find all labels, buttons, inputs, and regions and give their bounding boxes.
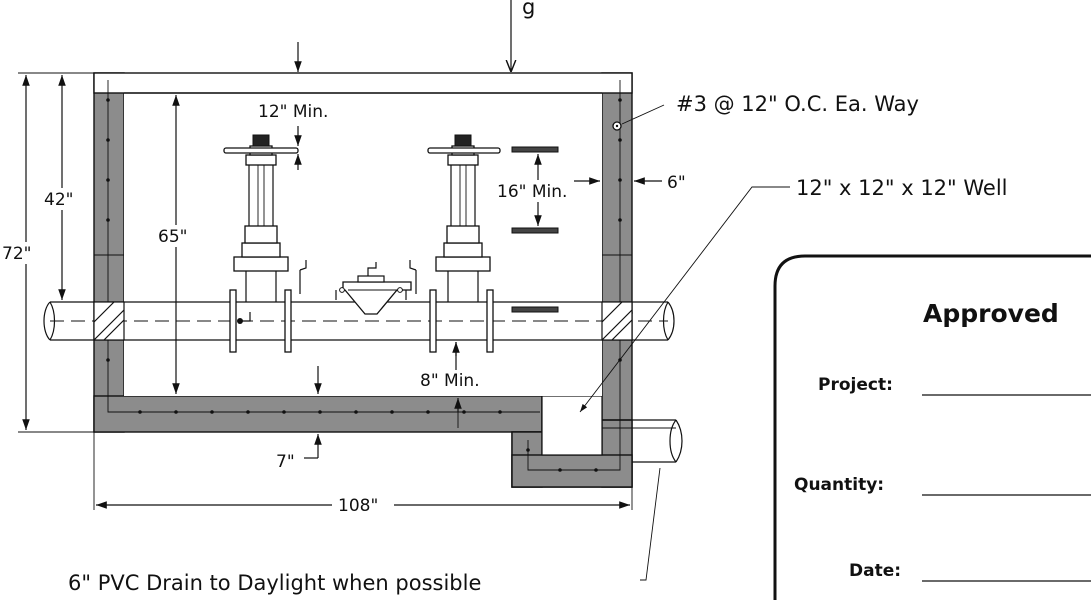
dim-108-label: 108"	[338, 496, 378, 516]
dim-72-label: 72"	[2, 244, 31, 264]
valve-spacing-label: 16" Min.	[497, 182, 567, 202]
strainer	[335, 262, 412, 315]
approval-field-date[interactable]: Date:	[849, 561, 1091, 582]
approval-field-quantity[interactable]: Quantity:	[794, 475, 1091, 496]
wall-thickness-label: 6"	[667, 173, 686, 193]
project-label: Project:	[818, 375, 893, 395]
quantity-label: Quantity:	[794, 475, 884, 495]
dimensions	[18, 0, 790, 581]
drain-pipe	[602, 419, 683, 463]
right-gate-valve	[409, 134, 501, 353]
drain-note: 6" PVC Drain to Daylight when possible	[68, 571, 481, 595]
rebar	[106, 80, 622, 472]
dim-7-label: 7"	[276, 452, 295, 472]
date-label: Date:	[849, 561, 901, 581]
well-callout: 12" x 12" x 12" Well	[796, 176, 1008, 200]
dim-65-label: 65"	[158, 227, 187, 247]
top-label-partial: g	[522, 0, 535, 19]
approval-box: Approved Project: Quantity: Date:	[773, 254, 1091, 600]
wall-brackets	[511, 146, 559, 313]
approval-field-project[interactable]: Project:	[818, 375, 1091, 396]
dim-42-label: 42"	[44, 190, 73, 210]
rebar-callout: #3 @ 12" O.C. Ea. Way	[676, 92, 919, 116]
pipe-clearance-label: 8" Min.	[420, 371, 480, 391]
left-gate-valve	[223, 134, 307, 353]
valve-clearance-top-label: 12" Min.	[258, 102, 328, 122]
vault-walls	[93, 72, 633, 488]
approval-title: Approved	[923, 299, 1059, 328]
